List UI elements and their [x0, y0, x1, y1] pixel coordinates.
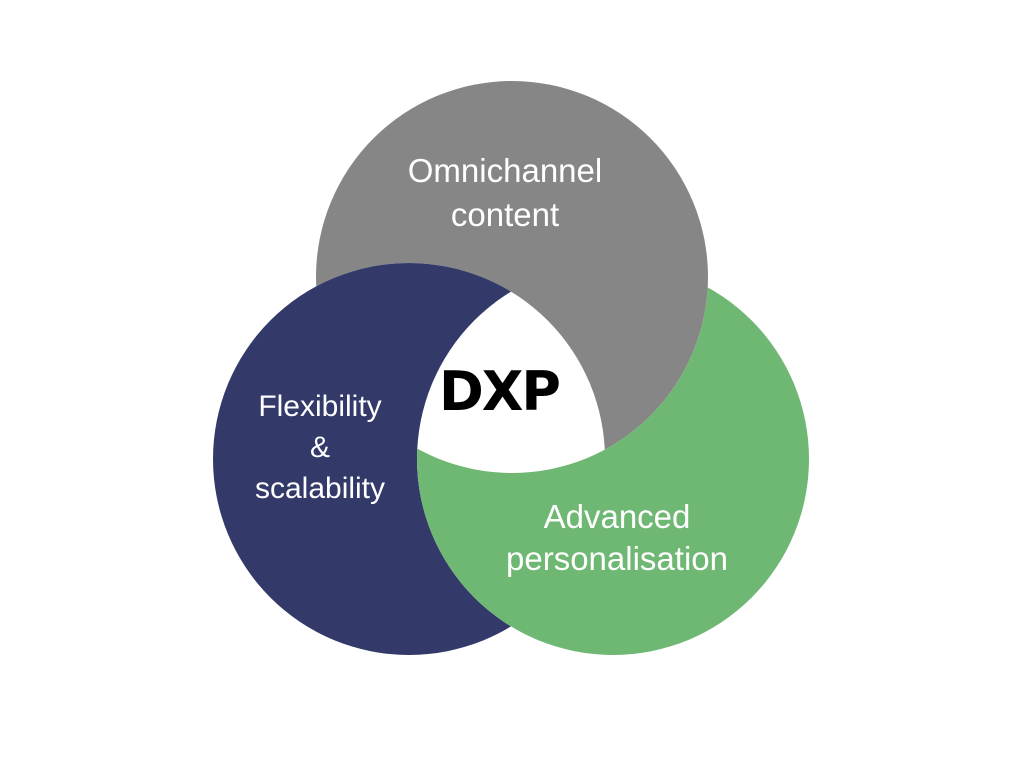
omnichannel-label-line-1: Omnichannel — [407, 152, 603, 189]
flexibility-label-line-2: & — [309, 431, 330, 464]
personalisation-label: Advanced personalisation — [447, 496, 787, 580]
dxp-center-label: DXP — [438, 360, 561, 423]
omnichannel-label-line-2: content — [450, 196, 560, 233]
omnichannel-label: Omnichannel content — [355, 149, 655, 237]
flexibility-label: Flexibility & scalability — [180, 386, 460, 509]
personalisation-label-line-1: Advanced — [543, 498, 691, 535]
personalisation-label-line-2: personalisation — [506, 540, 728, 577]
personalisation-circle — [417, 263, 809, 655]
flexibility-label-line-1: Flexibility — [258, 390, 382, 423]
flexibility-label-line-3: scalability — [254, 472, 386, 505]
